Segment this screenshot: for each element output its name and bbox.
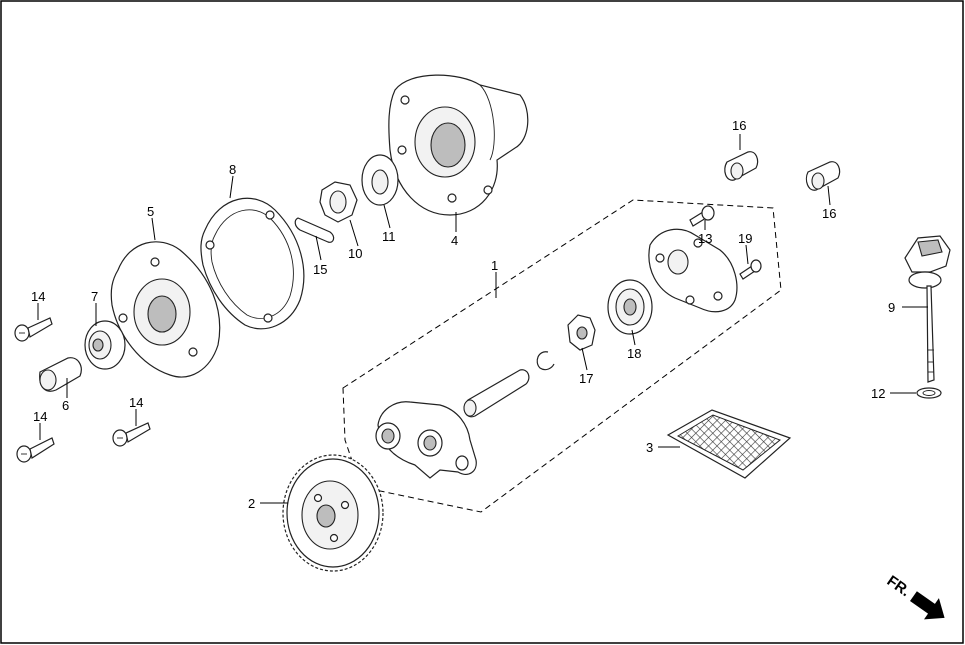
part-18-outer-rotor [607,279,653,335]
part-12-o-ring [916,387,942,399]
callout-17: 17 [579,371,593,386]
callout-2: 2 [248,496,255,511]
part-19-screw [739,259,762,280]
part-13-bolt [689,205,715,227]
callout-15: 15 [313,262,327,277]
callout-14-bottom-left: 14 [33,409,47,424]
part-11-washer [361,154,399,206]
part-17-inner-rotor [567,314,596,351]
callout-19: 19 [738,231,752,246]
part-1-pump-plate [648,228,738,313]
oil-pump-assembly-boundary [342,199,782,513]
callout-18: 18 [627,346,641,361]
part-14-screw-bottom-center [112,422,151,447]
callout-14-top-left: 14 [31,289,45,304]
callout-14-bottom-center: 14 [129,395,143,410]
callout-5: 5 [147,204,154,219]
callout-8: 8 [229,162,236,177]
callout-7: 7 [91,289,98,304]
part-9-dipstick [904,235,951,383]
part-6-plug [39,357,82,392]
front-direction-marker: FR. [884,572,945,620]
part-4-pump-housing [388,74,529,216]
part-1-pump-shaft [463,369,530,418]
callout-9: 9 [888,300,895,315]
part-8-gasket [200,197,305,330]
part-1-oil-pump-body [375,401,477,479]
callout-16-top: 16 [732,118,746,133]
callout-16-right: 16 [822,206,836,221]
front-direction-label: FR. [884,572,914,600]
part-3-oil-strainer-screen [666,409,792,479]
part-2-drive-gear [282,454,384,572]
part-14-screw-bottom-left [16,437,55,463]
part-5-cover-plate [110,241,221,378]
callout-11: 11 [382,229,396,244]
callout-6: 6 [62,398,69,413]
callout-10: 10 [348,246,362,261]
part-14-screw-top [14,317,53,342]
callout-12: 12 [871,386,885,401]
front-direction-arrow-icon [910,591,945,620]
part-16-dowel-pin-right [805,161,841,191]
part-1-circlip [536,351,555,371]
leader-lines [37,134,928,504]
callout-13: 13 [698,231,712,246]
callout-4: 4 [451,233,458,248]
callout-3: 3 [646,440,653,455]
callout-1: 1 [491,258,498,273]
part-7-knob [84,320,126,370]
part-10-nut [319,181,358,223]
part-16-dowel-pin-left [724,151,759,181]
part-15-clip [294,217,335,243]
